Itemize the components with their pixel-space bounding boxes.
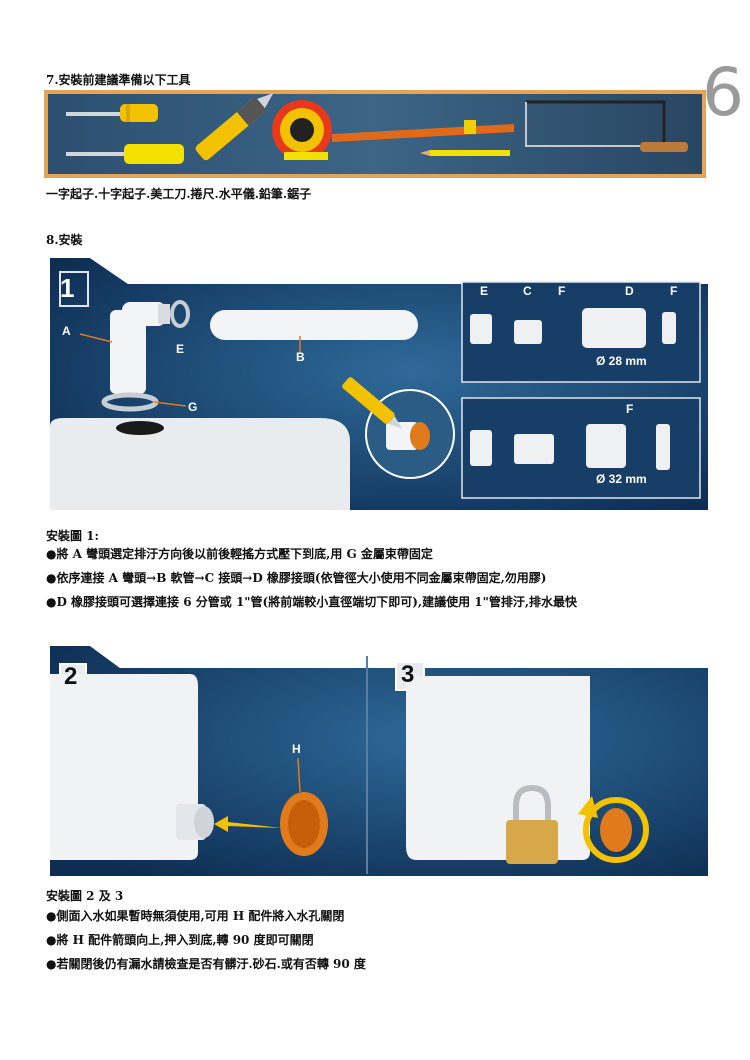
fig1-bullet-1: ●將 A 彎頭選定排汙方向後以前後輕搖方式壓下到底,用 G 金屬束帶固定 [46,547,433,561]
diameter-28-label: Ø 28 mm [596,354,647,368]
label-e: E [176,342,185,356]
label-d-inset: D [625,284,634,298]
fig23-bullet-1: ●側面入水如果暫時無須使用,可用 H 配件將入水孔關閉 [46,909,345,923]
fig1-bullet-3: ●D 橡膠接頭可選擇連接 6 分管或 1"管(將前端較小直徑端切下即可),建議使… [46,595,578,609]
tape-measure [272,100,332,160]
tools-caption: 一字起子.十字起子.美工刀.捲尺.水平儀.鉛筆.鋸子 [46,187,312,201]
label-b: B [296,350,305,364]
clamp-part-e [170,300,190,328]
pump-front-view [406,676,590,860]
hose-part-b [210,310,418,340]
section-7-heading: 7.安裝前建議準備以下工具 [46,73,191,87]
installation-panel-1 [50,258,708,510]
label-a: A [62,324,71,338]
flat-screwdriver [66,104,158,122]
cutting-detail [342,377,455,479]
fig1-bullet-2: ●依序連接 A 彎頭→B 軟管→C 接頭→D 橡膠接頭(依管徑大小使用不同金屬束… [46,571,547,585]
label-f3-inset: F [626,402,634,416]
pencil [420,150,510,156]
plug-part-h [280,757,328,856]
page-number: 6 [702,54,744,131]
fig23-title: 安裝圖 2 及 3 [46,889,124,903]
diameter-32-label: Ø 32 mm [596,472,647,486]
fig23-bullet-3: ●若關閉後仍有漏水請檢查是否有髒汙.砂石.或有否轉 90 度 [46,957,366,971]
tools-image [44,90,706,178]
label-h: H [292,742,301,756]
elbow-part-a [110,302,170,394]
installation-panel-2-3 [50,646,708,876]
inset-32mm [461,397,701,499]
insert-arrow [214,816,282,832]
hacksaw [525,100,688,152]
rotate-plug [578,796,649,863]
fig1-title: 安裝圖 1: [46,529,99,543]
panel-3-number: 3 [401,661,415,688]
panel-2-number: 2 [64,663,78,690]
inset-28mm [461,281,701,383]
label-g: G [188,400,198,414]
padlock-icon [506,784,558,864]
pump-body [50,418,350,510]
pump-side-view [50,674,214,860]
utility-knife [195,93,274,161]
label-f-inset: F [558,284,566,298]
fig23-bullet-2: ●將 H 配件箭頭向上,押入到底,轉 90 度即可關閉 [46,933,314,947]
label-e-inset: E [480,284,489,298]
phillips-screwdriver [66,144,184,164]
label-c-inset: C [523,284,532,298]
panel-1-number: 1 [60,273,75,303]
section-8-heading: 8.安裝 [46,233,83,247]
label-f2-inset: F [670,284,678,298]
spirit-level [332,120,514,142]
